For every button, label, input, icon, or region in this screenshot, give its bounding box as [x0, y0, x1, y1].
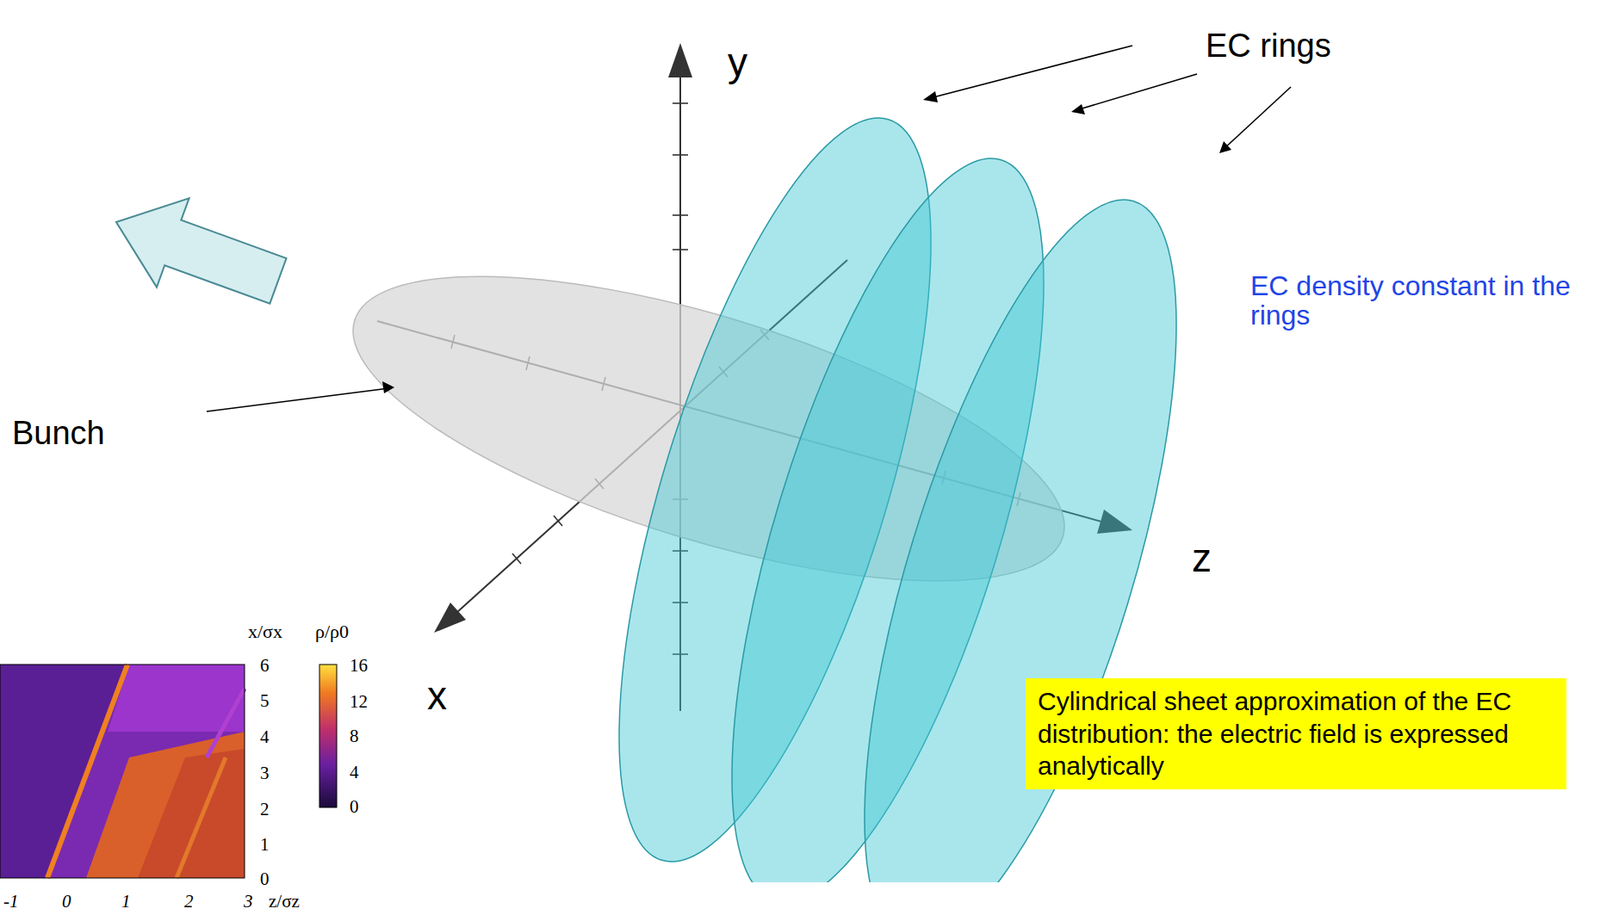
leader-lines	[206, 45, 1291, 412]
colorbar-tick: 8	[349, 726, 360, 746]
tick-label: 4	[260, 727, 270, 747]
callout-label: EC rings	[1205, 29, 1332, 64]
axis-label: x	[427, 675, 447, 717]
tick-label: 6	[260, 656, 270, 676]
axis-title: x/σx	[248, 621, 283, 642]
colorbar-tick: 12	[349, 692, 368, 712]
colorbar	[319, 664, 337, 808]
colorbar-tick: 0	[349, 797, 360, 817]
axis-title: z/σz	[268, 892, 300, 912]
tick-label: 2	[184, 892, 194, 912]
note-text: Cylindrical sheet approximation of the E…	[1037, 685, 1555, 783]
colorbar-tick: 16	[349, 656, 368, 676]
colorbar-title: ρ/ρ0	[315, 621, 349, 642]
colorbar-tick: 4	[349, 762, 360, 782]
direction-arrow	[99, 177, 295, 326]
density-heatmap	[0, 664, 245, 879]
axis-label: z	[1191, 537, 1212, 579]
note-text: EC density constant in the rings	[1250, 272, 1587, 330]
tick-label: 0	[62, 892, 72, 912]
tick-label: 5	[260, 691, 270, 711]
tick-label: -1	[3, 892, 19, 912]
tick-label: 2	[260, 800, 270, 819]
tick-label: 0	[260, 869, 270, 889]
axis-label: y	[727, 41, 748, 83]
leader-heads	[382, 91, 1232, 394]
tick-label: 1	[121, 892, 131, 912]
tick-label: 3	[243, 892, 254, 912]
tick-label: 3	[260, 763, 270, 783]
callout-label: Bunch	[12, 416, 106, 452]
tick-label: 1	[260, 835, 270, 855]
note-box: Cylindrical sheet approximation of the E…	[1025, 678, 1567, 790]
